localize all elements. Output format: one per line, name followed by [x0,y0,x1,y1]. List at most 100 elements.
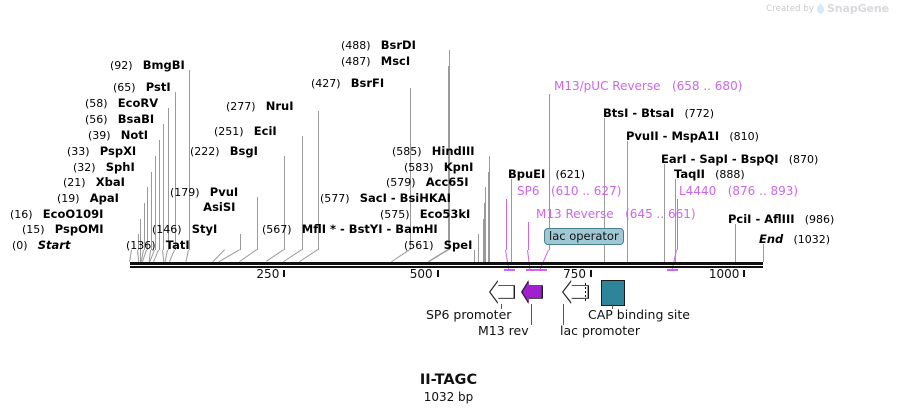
enzyme-label: (251) EciI [214,124,277,137]
enzyme-name: PvuII - MspA1I [626,129,720,143]
enzyme-name: PspXI [99,144,137,158]
enzyme-name: AsiSI [203,200,236,214]
enzyme-position: (0) [12,239,28,252]
leader-line [144,203,145,250]
leader-line [175,92,176,250]
leader-line [734,224,736,262]
enzyme-label: (39) NotI [88,128,148,141]
ruler-tick [283,270,286,277]
primer-leader-line [506,199,507,250]
sequence-ruler [130,262,763,268]
feature-lac-operator[interactable]: lac operator [544,228,624,245]
primer-range: (610 .. 627) [550,184,622,198]
enzyme-position: (567) [262,223,292,236]
enzyme-name: KpnI [443,160,474,174]
enzyme-label: (575) Eco53kI [380,207,470,220]
snapgene-drop-icon [816,3,824,14]
enzyme-position: (15) [22,223,45,236]
enzyme-label: (222) BsgI [190,144,258,157]
feature-glyph-arrow[interactable] [490,281,514,303]
enzyme-label: (32) SphI [73,160,135,173]
leader-line [189,70,190,250]
leader-line [159,140,160,250]
primer-span-mark [667,269,678,271]
enzyme-label: (561) SpeI [404,238,472,251]
enzyme-position: (870) [788,153,819,166]
primer-leader-line [528,222,529,250]
enzyme-name: SphI [105,160,135,174]
enzyme-name: Acc65I [425,175,469,189]
ruler-bar-top [130,262,763,265]
ruler-tick [590,270,593,277]
enzyme-position: (621) [555,168,586,181]
feature-stem [612,304,613,309]
enzyme-name: EcoO109I [42,207,104,221]
feature-glyph-box[interactable] [601,280,625,306]
enzyme-label: End (1032) [759,232,830,245]
enzyme-label: (577) SacI - BsiHKAI [320,191,451,204]
enzyme-position: (561) [404,239,434,252]
enzyme-name: PspOMI [54,222,104,236]
primer-name: M13/pUC Reverse [554,79,661,93]
primer-name: SP6 [517,184,540,198]
enzyme-name: NruI [265,99,294,113]
enzyme-position: (888) [715,168,745,181]
sequence-length: 1032 bp [423,390,474,404]
feature-glyph-arrow[interactable] [563,281,588,303]
enzyme-position: (487) [341,55,371,68]
enzyme-label: (179) PvuI [170,185,238,198]
leader-line [139,219,141,262]
ruler-tick [743,270,746,277]
primer-label: SP6 (610 .. 627) [517,184,622,198]
enzyme-position: (585) [392,145,422,158]
ruler-tick-label: 250 [256,267,280,281]
enzyme-name: HindIII [431,144,475,158]
enzyme-label: (33) PspXI [67,144,136,157]
feature-dashed-edge [585,283,586,301]
enzyme-label: (16) EcoO109I [10,207,103,220]
enzyme-position: (1032) [793,233,831,246]
primer-range: (658 .. 680) [671,79,743,93]
enzyme-label: (92) BmgBI [110,58,185,71]
enzyme-position: (92) [110,59,133,72]
leader-line [284,156,285,250]
enzyme-name: EarI - SapI - BspQI [661,152,779,166]
enzyme-name: MscI [380,54,411,68]
leader-line [485,187,487,262]
enzyme-position: (39) [88,129,111,142]
enzyme-name: End [759,232,784,246]
enzyme-name: NotI [120,128,149,142]
snapgene-watermark: Created by SnapGene [766,2,889,15]
primer-name: M13 Reverse [536,207,614,221]
enzyme-name: BsrFI [350,76,385,90]
enzyme-label: (487) MscI [341,54,410,67]
primer-name: L4440 [679,184,717,198]
enzyme-name: TatI [165,238,190,252]
enzyme-label: (0) Start [12,238,70,251]
enzyme-label: (579) Acc65I [386,175,469,188]
enzyme-position: (33) [67,145,90,158]
watermark-prefix: Created by [766,3,814,14]
enzyme-name: EciI [253,124,277,138]
ruler-bar-bottom [130,266,763,268]
enzyme-label: (65) PstI [113,80,171,93]
leader-line [510,179,512,262]
enzyme-position: (810) [729,130,759,143]
enzyme-name: BsgI [229,144,258,158]
primer-leader-line [549,94,550,250]
enzyme-position: (19) [57,192,80,205]
feature-stem [531,304,532,325]
enzyme-label: (21) XbaI [63,175,125,188]
enzyme-label: (277) NruI [226,99,294,112]
ruler-tick [436,270,439,277]
leader-line [477,234,479,262]
primer-label: L4440 (876 .. 893) [679,184,798,198]
enzyme-name: XbaI [95,175,125,189]
leader-line [239,249,257,262]
leader-line [449,50,450,250]
primer-range: (645 .. 661) [625,207,696,221]
enzyme-label: (56) BsaBI [85,112,154,125]
feature-glyph-arrow[interactable] [522,281,542,303]
enzyme-label: (146) StyI [152,222,217,235]
enzyme-position: (427) [311,77,341,90]
